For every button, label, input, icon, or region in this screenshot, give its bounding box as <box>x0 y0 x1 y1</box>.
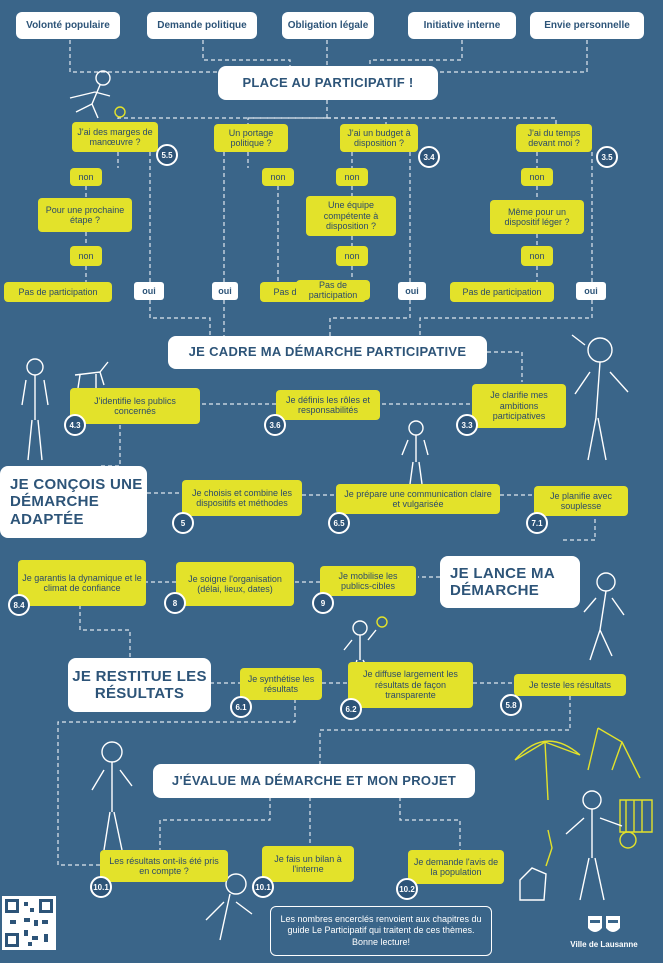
cadre-title: JE CADRE MA DÉMARCHE PARTICIPATIVE <box>168 336 487 369</box>
question-dispositif: Même pour un dispositif léger ? <box>490 200 584 234</box>
step-planifie: Je planifie avec souplesse <box>534 486 628 516</box>
chapter-badge: 5.5 <box>156 144 178 166</box>
concois-title: JE CONÇOIS UNE DÉMARCHE ADAPTÉE <box>0 466 147 538</box>
step-ambitions: Je clarifie mes ambitions participatives <box>472 384 566 428</box>
chapter-badge: 3.3 <box>456 414 478 436</box>
chapter-badge: 3.6 <box>264 414 286 436</box>
chapter-badge: 6.5 <box>328 512 350 534</box>
logo-text: Ville de Lausanne <box>570 940 638 949</box>
place-au-participatif-title: PLACE AU PARTICIPATIF ! <box>218 66 438 100</box>
outcome-pas-participation: Pas de participation <box>296 280 370 300</box>
chapter-badge: 5 <box>172 512 194 534</box>
source-obligation: Obligation légale <box>282 12 374 39</box>
answer-non: non <box>262 168 294 186</box>
step-avis: Je demande l'avis de la population <box>408 850 504 884</box>
question-prochaine: Pour une prochaine étape ? <box>38 198 132 232</box>
step-dispositifs: Je choisis et combine les dispositifs et… <box>182 480 302 516</box>
answer-non: non <box>336 168 368 186</box>
restitue-title: JE RESTITUE LES RÉSULTATS <box>68 658 211 712</box>
outcome-pas-participation: Pas de participation <box>4 282 112 302</box>
chapter-badge: 10.1 <box>90 876 112 898</box>
answer-non: non <box>521 168 553 186</box>
chapter-badge: 5.8 <box>500 694 522 716</box>
chapter-badge: 6.2 <box>340 698 362 720</box>
answer-oui: oui <box>576 282 606 300</box>
chapter-badge: 4.3 <box>64 414 86 436</box>
answer-oui: oui <box>212 282 238 300</box>
question-temps: J'ai du temps devant moi ? <box>516 124 592 152</box>
qr-code-icon <box>5 899 53 947</box>
question-equipe: Une équipe compétente à disposition ? <box>306 196 396 236</box>
step-bilan: Je fais un bilan à l'interne <box>262 846 354 882</box>
step-diffuse: Je diffuse largement les résultats de fa… <box>348 662 473 708</box>
qr-code[interactable] <box>2 896 56 950</box>
source-envie: Envie personnelle <box>530 12 644 39</box>
chapter-badge: 9 <box>312 592 334 614</box>
lausanne-logo: Ville de Lausanne <box>566 912 642 949</box>
chapter-badge: 6.1 <box>230 696 252 718</box>
chapter-badge: 10.1 <box>252 876 274 898</box>
chapter-badge: 3.4 <box>418 146 440 168</box>
chapter-badge: 8 <box>164 592 186 614</box>
answer-non: non <box>70 246 102 266</box>
step-synthetise: Je synthétise les résultats <box>240 668 322 700</box>
answer-oui: oui <box>134 282 164 300</box>
sketch-figures <box>21 70 653 941</box>
footer-note: Les nombres encerclés renvoient aux chap… <box>270 906 492 956</box>
question-budget: J'ai un budget à disposition ? <box>340 124 418 152</box>
step-compte: Les résultats ont-ils été pris en compte… <box>100 850 228 882</box>
chapter-badge: 10.2 <box>396 878 418 900</box>
chapter-badge: 8.4 <box>8 594 30 616</box>
step-mobilise: Je mobilise les publics-cibles <box>320 566 416 596</box>
evalue-title: J'ÉVALUE MA DÉMARCHE ET MON PROJET <box>153 764 475 798</box>
source-volonte: Volonté populaire <box>16 12 120 39</box>
step-garantis: Je garantis la dynamique et le climat de… <box>18 560 146 606</box>
step-roles: Je définis les rôles et responsabilités <box>276 390 380 420</box>
answer-non: non <box>521 246 553 266</box>
lance-title: JE LANCE MA DÉMARCHE <box>440 556 580 608</box>
question-portage: Un portage politique ? <box>214 124 288 152</box>
question-marges: J'ai des marges de manœuvre ? <box>72 122 158 152</box>
answer-non: non <box>70 168 102 186</box>
chapter-badge: 3.5 <box>596 146 618 168</box>
outcome-pas-participation: Pas de participation <box>450 282 554 302</box>
lausanne-crest-icon <box>588 916 620 932</box>
step-publics: J'identifie les publics concernés <box>70 388 200 424</box>
answer-oui: oui <box>398 282 426 300</box>
step-teste: Je teste les résultats <box>514 674 626 696</box>
source-demande: Demande politique <box>147 12 257 39</box>
step-communication: Je prépare une communication claire et v… <box>336 484 500 514</box>
step-soigne: Je soigne l'organisation (délai, lieux, … <box>176 562 294 606</box>
answer-non: non <box>336 246 368 266</box>
chapter-badge: 7.1 <box>526 512 548 534</box>
source-initiative: Initiative interne <box>408 12 516 39</box>
